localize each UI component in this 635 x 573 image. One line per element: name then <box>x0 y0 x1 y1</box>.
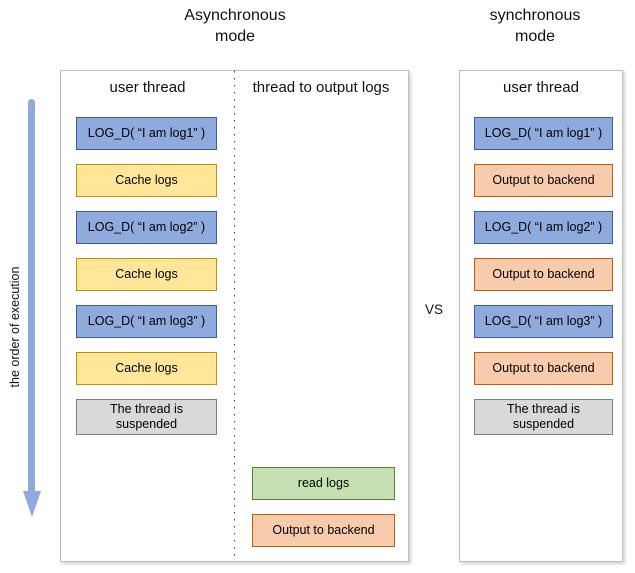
execution-arrow-head-icon <box>23 491 41 517</box>
output-backend-box: Output to backend <box>474 352 613 385</box>
output-backend-box: Output to backend <box>252 514 395 547</box>
sync-mode-title: synchronous mode <box>435 5 635 47</box>
sync-mode-title-line1: synchronous <box>489 7 581 24</box>
thread-suspended-box: The thread is suspended <box>474 399 613 435</box>
async-user-thread-header: user thread <box>109 79 186 96</box>
output-backend-box: Output to backend <box>474 164 613 197</box>
sync-mode-title-line2: mode <box>514 28 556 45</box>
cache-logs-box: Cache logs <box>76 258 217 291</box>
async-output-thread-header: thread to output logs <box>252 79 390 96</box>
execution-order-label: the order of execution <box>8 266 22 388</box>
async-mode-title: Asynchronous mode <box>135 5 335 47</box>
async-mode-title-line1: Asynchronous <box>184 7 286 24</box>
cache-logs-box: Cache logs <box>76 164 217 197</box>
log-call-box: LOG_D( “I am log2” ) <box>474 211 613 244</box>
output-backend-box: Output to backend <box>474 258 613 291</box>
async-panel: user thread thread to output logs LOG_D(… <box>60 70 409 562</box>
log-call-box: LOG_D( “I am log1” ) <box>76 117 217 150</box>
vs-label: VS <box>424 302 443 317</box>
log-call-box: LOG_D( “I am log1” ) <box>474 117 613 150</box>
read-logs-box: read logs <box>252 467 395 500</box>
sync-user-thread-header: user thread <box>503 79 579 96</box>
sync-panel: user thread LOG_D( “I am log1” ) Output … <box>459 70 623 562</box>
log-call-box: LOG_D( “I am log2” ) <box>76 211 217 244</box>
async-mode-title-line2: mode <box>214 28 256 45</box>
thread-suspended-box: The thread is suspended <box>76 399 217 435</box>
log-call-box: LOG_D( “I am log3” ) <box>474 305 613 338</box>
cache-logs-box: Cache logs <box>76 352 217 385</box>
async-user-thread-column: LOG_D( “I am log1” ) Cache logs LOG_D( “… <box>76 117 217 435</box>
log-call-box: LOG_D( “I am log3” ) <box>76 305 217 338</box>
thread-divider-dotted-line <box>234 71 235 561</box>
sync-user-thread-column: LOG_D( “I am log1” ) Output to backend L… <box>474 117 613 435</box>
execution-arrow-line <box>28 99 35 491</box>
